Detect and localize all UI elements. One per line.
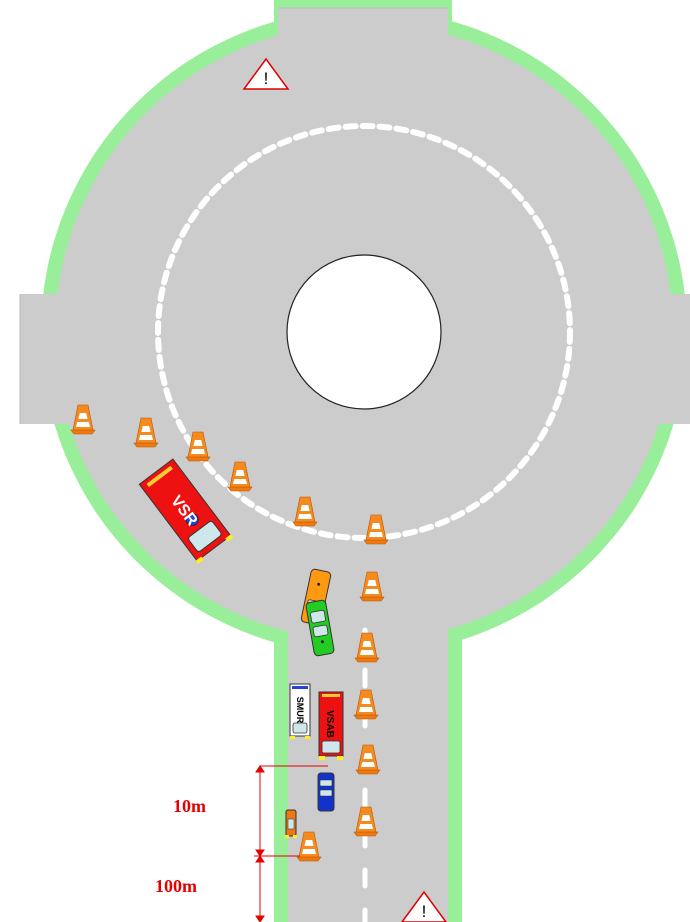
vehicle-moto [285,809,297,838]
distance-marker-10m [255,765,328,857]
traffic-cone [354,632,380,663]
warning-sign-bottom: ! [401,890,447,922]
vehicle-car-blue [317,772,335,812]
traffic-cone [359,571,385,602]
traffic-cone [292,496,318,527]
roundabout-lane-marking [155,123,573,541]
vehicle-smur: SMUR [289,683,311,739]
traffic-cone [296,831,322,862]
vehicle-vsab: VSAB [318,691,344,760]
vehicle-label: VSAB [324,710,335,738]
road-surface [20,8,690,922]
traffic-cone [70,404,96,435]
warning-sign-top: ! [242,57,290,90]
central-island [286,254,442,410]
vehicle-label: SMUR [295,697,305,724]
traffic-cone [353,689,379,720]
traffic-cone [353,806,379,837]
traffic-cone [355,744,381,775]
traffic-cone [133,417,159,448]
warning-sign-symbol: ! [422,902,427,921]
distance-label-10m: 10m [173,796,206,816]
traffic-cone [363,514,389,545]
distance-marker-100m [254,855,300,922]
warning-sign-symbol: ! [264,69,269,88]
vehicle-vsr: VSR [138,458,234,564]
road-edges [19,7,448,424]
traffic-cone [227,461,253,492]
distance-label-100m: 100m [155,876,197,896]
traffic-cone [185,431,211,462]
traffic-cones [70,404,389,862]
vehicle-car-green [305,599,335,657]
